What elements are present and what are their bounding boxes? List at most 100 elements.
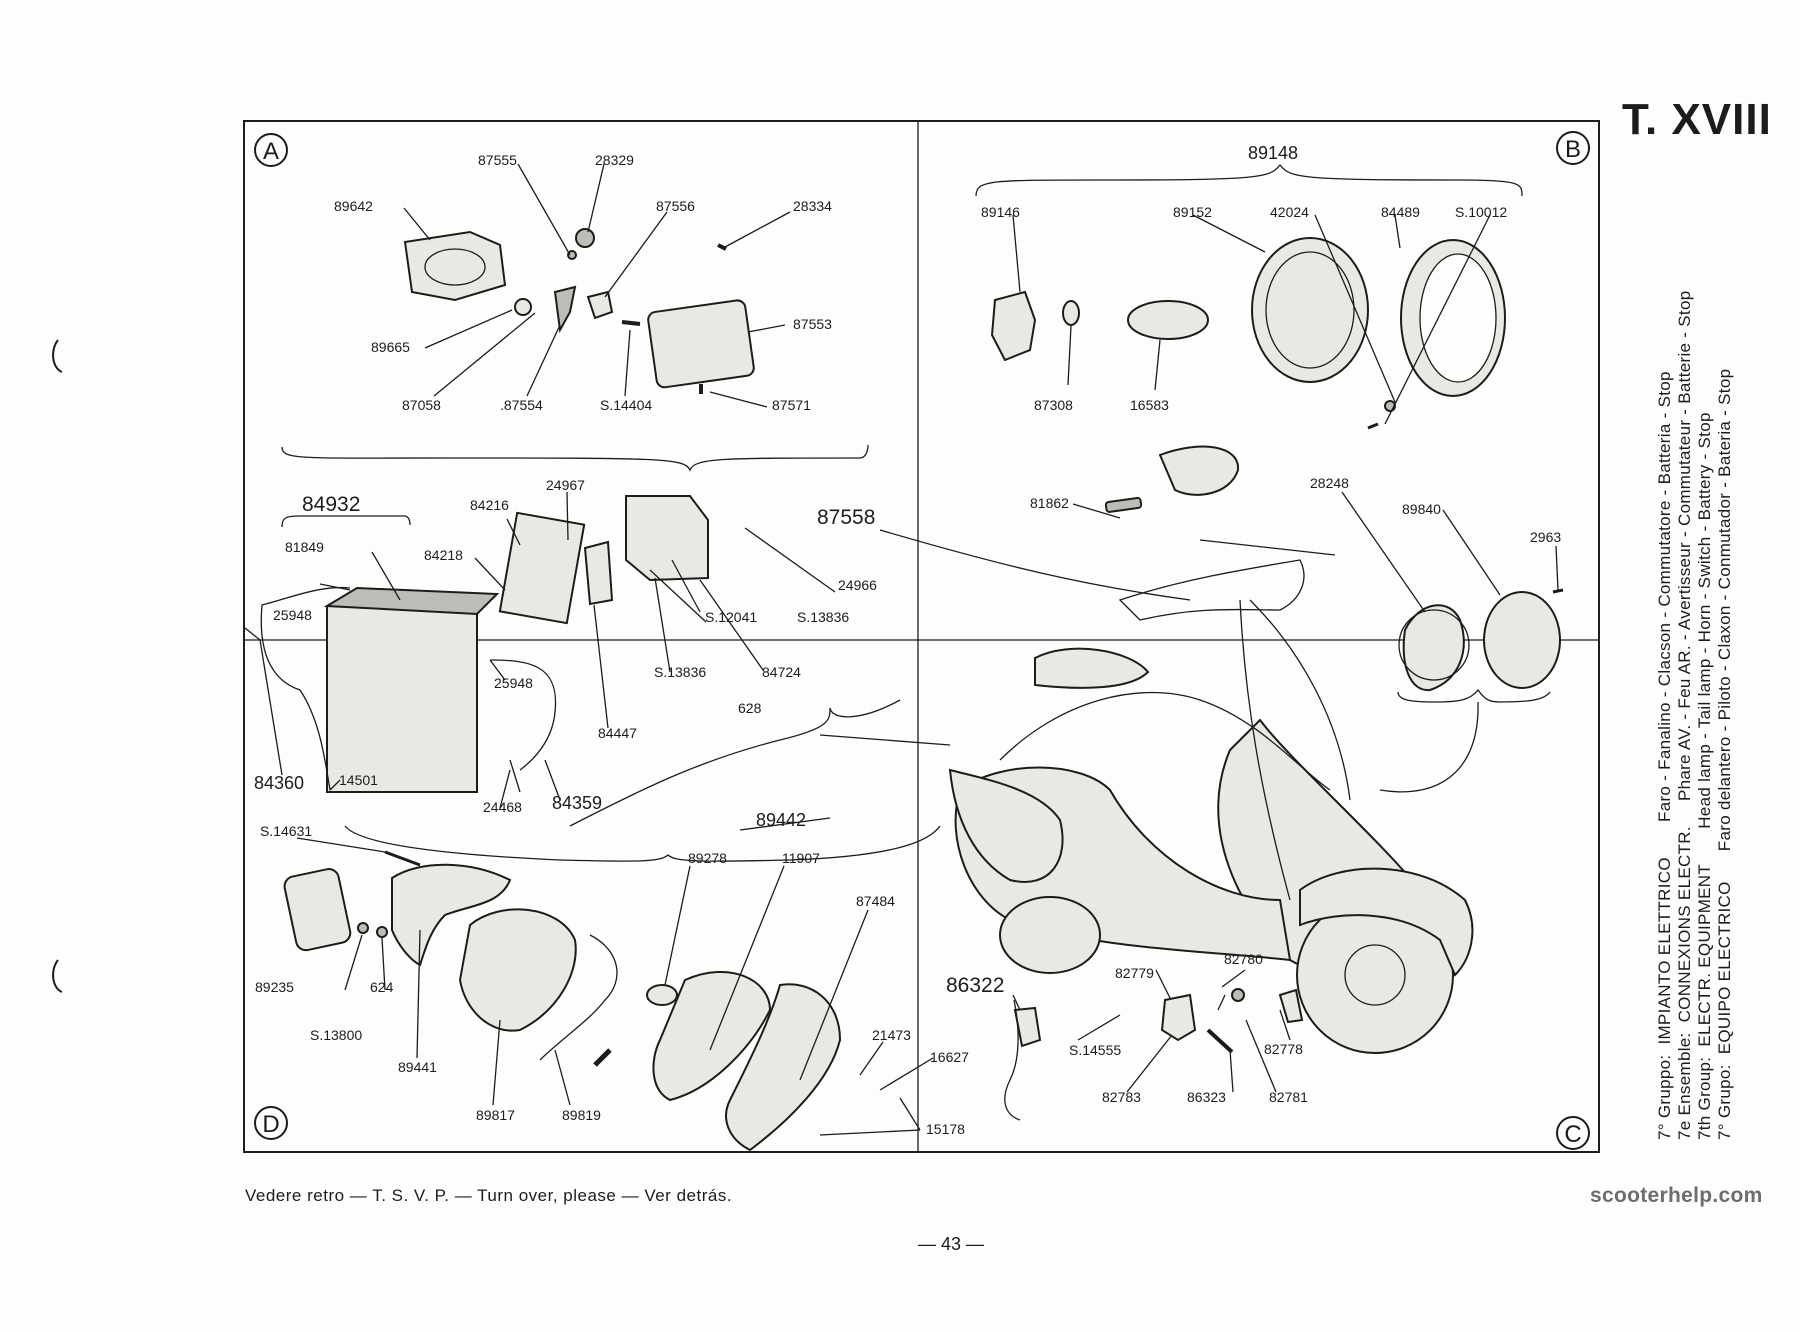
- section-b-marker: B: [1556, 131, 1590, 165]
- battery-brace-main: [244, 627, 561, 801]
- plate-code: T. XVIII: [1622, 95, 1772, 144]
- part-number: 25948: [494, 675, 533, 691]
- stop-switch-drawing: [1013, 1006, 1042, 1048]
- part-number: 89840: [1402, 501, 1441, 517]
- scooter-wiring-drawing: [999, 599, 1351, 801]
- group-title-row: 7e Ensemble: CONNEXIONS ELECTR. Phare AV…: [1675, 291, 1695, 1140]
- part-number: 2963: [1530, 529, 1561, 545]
- group-title: IMPIANTO ELETTRICO: [1655, 857, 1674, 1045]
- group-title-block: 7° Gruppo: IMPIANTO ELETTRICO Faro - Fan…: [1655, 140, 1734, 1140]
- scooter-front-hub-drawing: [1344, 944, 1406, 1006]
- spring-drawing: [575, 228, 595, 248]
- tail-lamp-base-drawing: [652, 971, 772, 1102]
- tail-lamp-housing-drawing: [458, 908, 577, 1032]
- switch-cover-opening: [424, 248, 486, 286]
- reflector-holder-drawing: [990, 290, 1037, 362]
- scooter-rear-wheel-drawing: [999, 896, 1101, 974]
- part-number: 89665: [371, 339, 410, 355]
- part-number: 42024: [1270, 204, 1309, 220]
- part-number: 89819: [562, 1107, 601, 1123]
- spring-c-drawing: [1231, 988, 1245, 1002]
- part-number: S.14555: [1069, 1042, 1121, 1058]
- part-number: 89146: [981, 204, 1020, 220]
- part-number: 628: [738, 700, 762, 716]
- horn-lead: [1379, 701, 1479, 793]
- headlamp-lens-drawing: [1251, 237, 1369, 383]
- group-title: EQUIPO ELECTRICO: [1715, 881, 1734, 1055]
- group-subtitle: Faro - Fanalino - Clacson - Commutatore …: [1655, 371, 1674, 822]
- battery-top: [323, 586, 500, 616]
- part-number: 82780: [1224, 951, 1263, 967]
- part-number: 89817: [476, 1107, 515, 1123]
- nut-d-drawing: [357, 922, 369, 934]
- group-subtitle: Faro delantero - Piloto - Claxon - Conmu…: [1715, 368, 1734, 852]
- part-number: .87554: [500, 397, 543, 413]
- bracket-c-drawing: [1278, 988, 1304, 1024]
- lead-87558: [879, 529, 1191, 601]
- battery-box-drawing: [625, 495, 709, 582]
- horn-brace: [1397, 688, 1551, 703]
- small-bulb-drawing: [1062, 300, 1080, 326]
- page-number: — 43 —: [918, 1234, 985, 1254]
- section-a-drawings: 87555 28329 89642 87556 28334 87553 8966…: [281, 152, 869, 472]
- scooter-steering-drawing: [1239, 599, 1291, 901]
- group-title: ELECTR. EQUIPMENT: [1695, 863, 1714, 1047]
- group-title-row: 7° Gruppo: IMPIANTO ELETTRICO Faro - Fan…: [1655, 371, 1675, 1140]
- footer-note: Vedere retro — T. S. V. P. — Turn over, …: [245, 1186, 733, 1205]
- group-prefix: 7° Grupo:: [1715, 1064, 1734, 1140]
- part-number: 87556: [656, 198, 695, 214]
- part-number: 89278: [688, 850, 727, 866]
- part-number: 87555: [478, 152, 517, 168]
- washer-d-drawing: [376, 926, 388, 938]
- part-number: 16583: [1130, 397, 1169, 413]
- switch-cover-drawing: [403, 230, 507, 302]
- cam-drawing: [586, 290, 614, 320]
- part-number: 14501: [339, 772, 378, 788]
- part-number: 81849: [285, 539, 324, 555]
- part-number: S.13800: [310, 1027, 362, 1043]
- scooter-handlebar-drawing: [1118, 559, 1305, 621]
- group-subtitle: Head lamp - Tail lamp - Horn - Switch - …: [1695, 412, 1714, 829]
- part-number: 84932: [302, 493, 360, 516]
- horn-drawing: [1483, 591, 1561, 689]
- headlamp-rim-inner: [1419, 253, 1497, 383]
- binding-hole-mark: [52, 959, 63, 993]
- stud-d-drawing: [593, 1048, 612, 1067]
- section-d-drawings: 89442 S.1: [255, 810, 969, 1152]
- part-number: 81862: [1030, 495, 1069, 511]
- part-number: S.12041: [705, 609, 757, 625]
- part-number: 82781: [1269, 1089, 1308, 1105]
- battery-plate-drawing: [498, 511, 586, 625]
- group-subtitle: Phare AV. - Feu AR. - Avertisseur - Comm…: [1675, 290, 1694, 802]
- part-number: 89148: [1248, 143, 1298, 163]
- bulb-drawing: [1127, 300, 1209, 340]
- tail-lamp-bracket-drawing: [725, 983, 842, 1152]
- battery-cable-right: [489, 659, 557, 771]
- battery-drawing: [326, 605, 478, 793]
- cable-holder-drawing: [1104, 496, 1143, 513]
- part-number: 24966: [838, 577, 877, 593]
- part-number: 82778: [1264, 1041, 1303, 1057]
- section-b-drawings: 89148 89146 89152 42024 84489 S.10012 87…: [975, 143, 1523, 430]
- washer-drawing: [514, 298, 532, 316]
- section-a-marker: A: [254, 133, 288, 167]
- part-number: 87058: [402, 397, 441, 413]
- battery-brace-right: [569, 699, 901, 827]
- part-number: 89642: [334, 198, 373, 214]
- part-number: S.14631: [260, 823, 312, 839]
- rim-screw-drawing: [1367, 422, 1379, 430]
- svg-text:A: A: [263, 138, 279, 165]
- group-title-row: 7th Group: ELECTR. EQUIPMENT Head lamp -…: [1695, 412, 1715, 1140]
- group-prefix: 7° Gruppo:: [1655, 1054, 1674, 1140]
- part-number: 89442: [756, 810, 806, 830]
- battery-cable-left: [260, 586, 351, 791]
- horn-ring-drawing: [1398, 609, 1470, 681]
- part-number: 15178: [926, 1121, 965, 1137]
- part-number: 25948: [273, 607, 312, 623]
- group-title-row: 7° Grupo: EQUIPO ELECTRICO Faro delanter…: [1715, 369, 1735, 1140]
- lever-drawing: [553, 285, 577, 334]
- regulator-drawing: [583, 540, 614, 606]
- part-number: 16627: [930, 1049, 969, 1065]
- part-number: 84216: [470, 497, 509, 513]
